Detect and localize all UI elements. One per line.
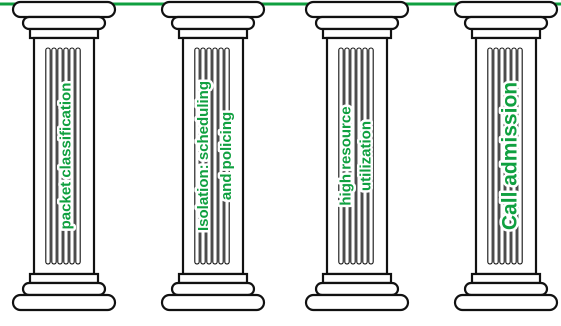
pillar-base-neck bbox=[470, 272, 542, 285]
pillar-flute bbox=[517, 47, 523, 265]
pillar-flute bbox=[194, 47, 200, 265]
pillar-flute bbox=[368, 47, 374, 265]
pillar-flute bbox=[200, 47, 206, 265]
pillar-flute bbox=[505, 47, 511, 265]
pillar-capital-echinus bbox=[170, 15, 256, 31]
pillar-flute bbox=[206, 47, 212, 265]
pillar-label-halo: packet classification bbox=[58, 83, 75, 230]
pillar-label-line: Isolation: scheduling bbox=[195, 81, 212, 231]
pillar-flute bbox=[212, 47, 218, 265]
pillar-flute bbox=[63, 47, 69, 265]
pillar-flute bbox=[487, 47, 493, 265]
pillar-flute bbox=[338, 47, 344, 265]
pillar-capital-slab bbox=[304, 0, 410, 19]
pillar-flute bbox=[45, 47, 51, 265]
pillar-base-torus bbox=[314, 281, 400, 297]
pillar-label-line: high resource bbox=[338, 106, 355, 205]
pillar-capital-neck bbox=[470, 27, 542, 40]
pillar-base-slab bbox=[304, 293, 410, 312]
pillar-base-torus bbox=[21, 281, 107, 297]
pillar-label-halo: Call admission bbox=[499, 82, 522, 230]
pillar-base-torus bbox=[170, 281, 256, 297]
pillar-capital-slab bbox=[160, 0, 266, 19]
pillar-flute bbox=[499, 47, 505, 265]
pillar-label-halo: and policing bbox=[218, 112, 235, 200]
pillar-flute bbox=[350, 47, 356, 265]
pillar-flute bbox=[362, 47, 368, 265]
pillar-capital-neck bbox=[28, 27, 100, 40]
pillar-flute bbox=[57, 47, 63, 265]
pillar-capital-echinus bbox=[21, 15, 107, 31]
pillar-flute bbox=[75, 47, 81, 265]
pillar-flute bbox=[493, 47, 499, 265]
pillar-label-halo: high resource bbox=[338, 106, 355, 205]
pillar-label-halo: utilization bbox=[358, 121, 375, 191]
pillar-flute bbox=[344, 47, 350, 265]
pillar-flute bbox=[356, 47, 362, 265]
pillar-base-torus bbox=[463, 281, 549, 297]
pillar-capital-echinus bbox=[463, 15, 549, 31]
pillar-flute bbox=[224, 47, 230, 265]
pillar-flute bbox=[69, 47, 75, 265]
pillar-label-halo: Isolation: scheduling bbox=[195, 81, 212, 231]
pillar-label-line: Call admission bbox=[499, 82, 522, 230]
pillar-base-neck bbox=[321, 272, 393, 285]
pillar-capital-slab bbox=[11, 0, 117, 19]
pillar-label-line: utilization bbox=[358, 121, 375, 191]
pillar-flute bbox=[51, 47, 57, 265]
pillar-label-line: and policing bbox=[218, 112, 235, 200]
pillar-capital-neck bbox=[321, 27, 393, 40]
pillar-flute bbox=[511, 47, 517, 265]
pillar-base-neck bbox=[177, 272, 249, 285]
pillar-label-line: packet classification bbox=[58, 83, 75, 230]
pillar-base-slab bbox=[453, 293, 559, 312]
pillar-capital-slab bbox=[453, 0, 559, 19]
pillar-base-neck bbox=[28, 272, 100, 285]
pillar-base-slab bbox=[160, 293, 266, 312]
pillar-base-slab bbox=[11, 293, 117, 312]
pillar-flute bbox=[218, 47, 224, 265]
pillar-capital-echinus bbox=[314, 15, 400, 31]
pillar-capital-neck bbox=[177, 27, 249, 40]
